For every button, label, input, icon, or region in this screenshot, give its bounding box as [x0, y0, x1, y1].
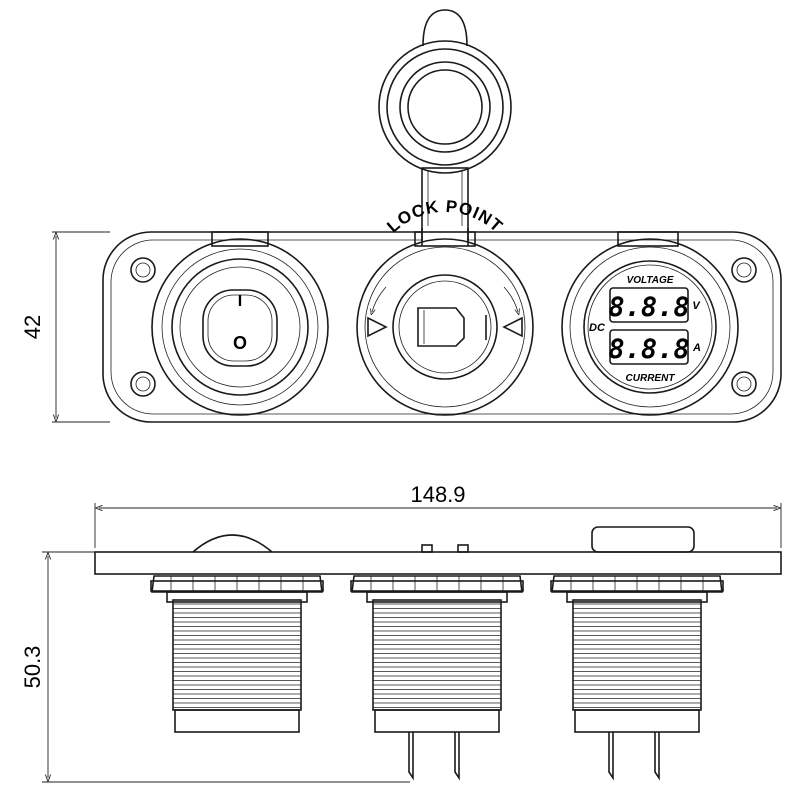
side-view: 148.9 50.3	[20, 482, 782, 783]
height-dimension: 42	[20, 231, 110, 423]
mounting-hole	[130, 257, 156, 283]
volt-amp-meter: VOLTAGE CURRENT DC 8.8.8 8.8.8 V A	[561, 231, 739, 416]
mounting-panel	[102, 231, 782, 423]
mounting-hole	[731, 257, 757, 283]
switch-off-mark: O	[233, 333, 247, 353]
dc-label: DC	[589, 322, 606, 334]
mounting-hole	[130, 371, 156, 397]
front-view: I O LOCK POINT	[20, 9, 782, 423]
meter-body	[550, 575, 724, 781]
current-label: CURRENT	[626, 373, 676, 384]
lock-arrow-right-icon	[503, 286, 518, 312]
voltage-digits: 8.8.8	[608, 292, 689, 323]
lock-arrow-left-icon	[372, 286, 387, 312]
switch-body	[150, 575, 324, 733]
align-triangle-right-icon	[502, 316, 523, 338]
panel-plate	[94, 551, 782, 575]
socket-contact-icon	[417, 307, 465, 347]
rocker-switch: I O	[151, 231, 329, 416]
amp-unit: A	[692, 342, 701, 354]
width-dimension-value: 148.9	[410, 482, 465, 507]
current-digits: 8.8.8	[608, 334, 689, 365]
width-dimension: 148.9	[94, 482, 782, 548]
align-triangle-left-icon	[367, 316, 388, 338]
switch-on-mark: I	[238, 293, 242, 310]
socket-body	[350, 575, 524, 781]
depth-dimension: 50.3	[20, 551, 410, 783]
height-dimension-value: 42	[20, 315, 45, 339]
volt-unit: V	[692, 300, 701, 312]
voltage-label: VOLTAGE	[627, 275, 674, 286]
mounting-hole	[731, 371, 757, 397]
depth-dimension-value: 50.3	[20, 646, 45, 689]
